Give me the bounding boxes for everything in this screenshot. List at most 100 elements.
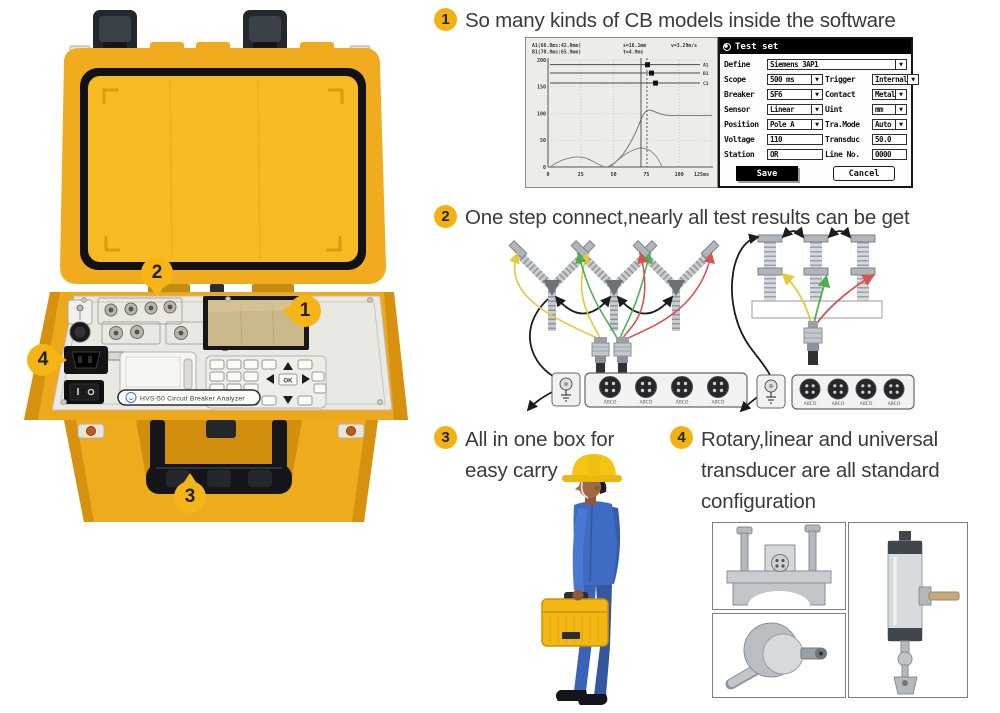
feature-2-title: One step connect,nearly all test results… <box>465 206 910 229</box>
contact-select[interactable]: Metal ▼ <box>872 89 908 100</box>
dropdown-arrow-icon[interactable]: ▼ <box>895 120 906 129</box>
contact-value: Metal <box>875 90 896 99</box>
cancel-button[interactable]: Cancel <box>833 166 895 181</box>
position-select[interactable]: Pole A ▼ <box>767 119 823 130</box>
socket-label: ABCO <box>804 401 817 407</box>
dropdown-arrow-icon[interactable]: ▼ <box>895 90 907 99</box>
dialog-system-icon <box>723 42 731 51</box>
contact-step-markers <box>645 62 658 86</box>
jumper-wire <box>616 295 674 315</box>
svg-text:125ms: 125ms <box>694 172 709 178</box>
dropdown-arrow-icon[interactable]: ▼ <box>811 120 822 129</box>
breaker-select[interactable]: SF6 ▼ <box>767 89 823 100</box>
rotary-transducer-photo <box>712 613 846 698</box>
save-button[interactable]: Save <box>736 166 798 181</box>
callout-1: 1 <box>281 295 321 327</box>
breaker-value: SF6 <box>770 90 783 99</box>
trace-label-b1: B1 <box>703 71 709 77</box>
uint-select[interactable]: mm ▼ <box>872 104 907 115</box>
worker-front-arm <box>572 508 588 592</box>
dropdown-arrow-icon[interactable]: ▼ <box>895 60 906 69</box>
uint-value: mm <box>875 105 884 114</box>
uint-label: Uint <box>825 105 843 114</box>
brand-logo-icon <box>128 397 134 400</box>
dropdown-arrow-icon[interactable]: ▼ <box>895 105 906 114</box>
software-screenshot: A1(66.0ms:42.0mm) s=16.1mm v=3.29m/s B1(… <box>525 37 920 188</box>
ground-terminal-right <box>756 374 786 409</box>
callout-4-pointer <box>58 354 67 366</box>
dropdown-arrow-icon[interactable]: ▼ <box>811 75 822 84</box>
v-breaker-diagram: ABCO ABCO ABCO ABCO <box>508 239 748 412</box>
breaker-pole-3 <box>632 239 720 331</box>
chart-grid <box>548 59 713 167</box>
top-nub <box>899 531 911 541</box>
trigger-select[interactable]: Internal ▼ <box>872 74 920 85</box>
tramode-label: Tra.Mode <box>825 120 860 129</box>
ground-symbol-icon <box>561 390 571 402</box>
feature-2-header: 2 One step connect,nearly all test resul… <box>434 203 994 232</box>
chart-axes <box>547 58 713 168</box>
svg-text:50: 50 <box>540 138 546 144</box>
worker-hand <box>572 589 584 601</box>
breaker-column-1 <box>757 234 783 301</box>
dialog-title: Test set <box>735 41 779 52</box>
carried-case <box>541 592 609 647</box>
trigger-value: Internal <box>875 75 908 84</box>
socket-label: ABCO <box>604 400 617 406</box>
svg-text:25: 25 <box>578 172 584 178</box>
define-value: Siemens 3AP1 <box>770 60 819 69</box>
tramode-select[interactable]: Auto ▼ <box>872 119 907 130</box>
feature-1-title: So many kinds of CB models inside the so… <box>465 9 896 32</box>
analyzer-case-photo: OK HVS-50 Circuit Breaker Analyzer <box>24 10 408 522</box>
breaker-column-2 <box>803 234 829 301</box>
contact-jack-group <box>97 297 183 325</box>
sensor-uint-row: Sensor Linear ▼ Uint mm ▼ <box>724 102 907 117</box>
sensor-connector-2 <box>613 337 632 373</box>
travel-curve <box>606 109 712 168</box>
feature-2-badge: 2 <box>434 205 457 228</box>
station-lineno-row: Station OR Line No. 0000 <box>724 147 907 162</box>
probe-rod <box>928 591 960 601</box>
device-label: HVS-50 Circuit Breaker Analyzer <box>140 396 245 403</box>
socket-label: ABCO <box>860 401 873 407</box>
contact-label: Contact <box>825 90 856 99</box>
ground-symbol-icon <box>766 392 776 404</box>
station-label: Station <box>724 150 755 159</box>
feature-3-title-line1: All in one box for <box>465 428 615 451</box>
dropdown-arrow-icon[interactable]: ▼ <box>811 90 822 99</box>
case-bottom-shell <box>64 420 378 522</box>
define-label: Define <box>724 60 750 69</box>
voltage-transduc-row: Voltage 110 Transduc 50.0 <box>724 132 907 147</box>
transduc-value: 50.0 <box>875 135 892 144</box>
define-select[interactable]: Siemens 3AP1 ▼ <box>767 59 907 70</box>
svg-text:200: 200 <box>537 58 546 64</box>
scope-value: 500 ms <box>770 75 795 84</box>
feature-3-badge: 3 <box>434 426 457 449</box>
linear-transducer-photo <box>848 522 968 698</box>
sensor-select[interactable]: Linear ▼ <box>767 104 823 115</box>
feature-1-header: 1 So many kinds of CB models inside the … <box>434 6 994 35</box>
chart-annotation-b1: B1(70.9ms:65.9mm) <box>532 50 581 56</box>
dropdown-arrow-icon[interactable]: ▼ <box>907 75 919 84</box>
dropdown-arrow-icon[interactable]: ▼ <box>811 105 822 114</box>
svg-text:0: 0 <box>546 172 549 178</box>
position-tramode-row: Position Pole A ▼ Tra.Mode Auto ▼ <box>724 117 907 132</box>
transduc-input[interactable]: 50.0 <box>872 134 907 145</box>
svg-text:100: 100 <box>675 172 684 178</box>
socket-label: ABCO <box>888 401 901 407</box>
breaker-contact-row: Breaker SF6 ▼ Contact Metal ▼ <box>724 87 908 102</box>
chart-annotation-a1: A1(66.0ms:42.0mm) <box>532 43 581 49</box>
sensor-connector-1 <box>591 337 610 373</box>
linear-body <box>887 540 923 642</box>
dialog-titlebar[interactable]: Test set <box>720 39 911 54</box>
sensor-value: Linear <box>770 105 795 114</box>
lineno-input[interactable]: 0000 <box>872 149 907 160</box>
chart-annotation-t: t=4.9ms <box>623 50 643 56</box>
voltage-input[interactable]: 110 <box>767 134 823 145</box>
ground-wire <box>731 233 771 376</box>
station-input[interactable]: OR <box>767 149 823 160</box>
feature-4-title-line3: configuration <box>701 490 816 513</box>
scope-select[interactable]: 500 ms ▼ <box>767 74 823 85</box>
ground-wire <box>529 298 565 382</box>
column-breaker-diagram: ABCO ABCO ABCO ABCO <box>731 226 915 413</box>
